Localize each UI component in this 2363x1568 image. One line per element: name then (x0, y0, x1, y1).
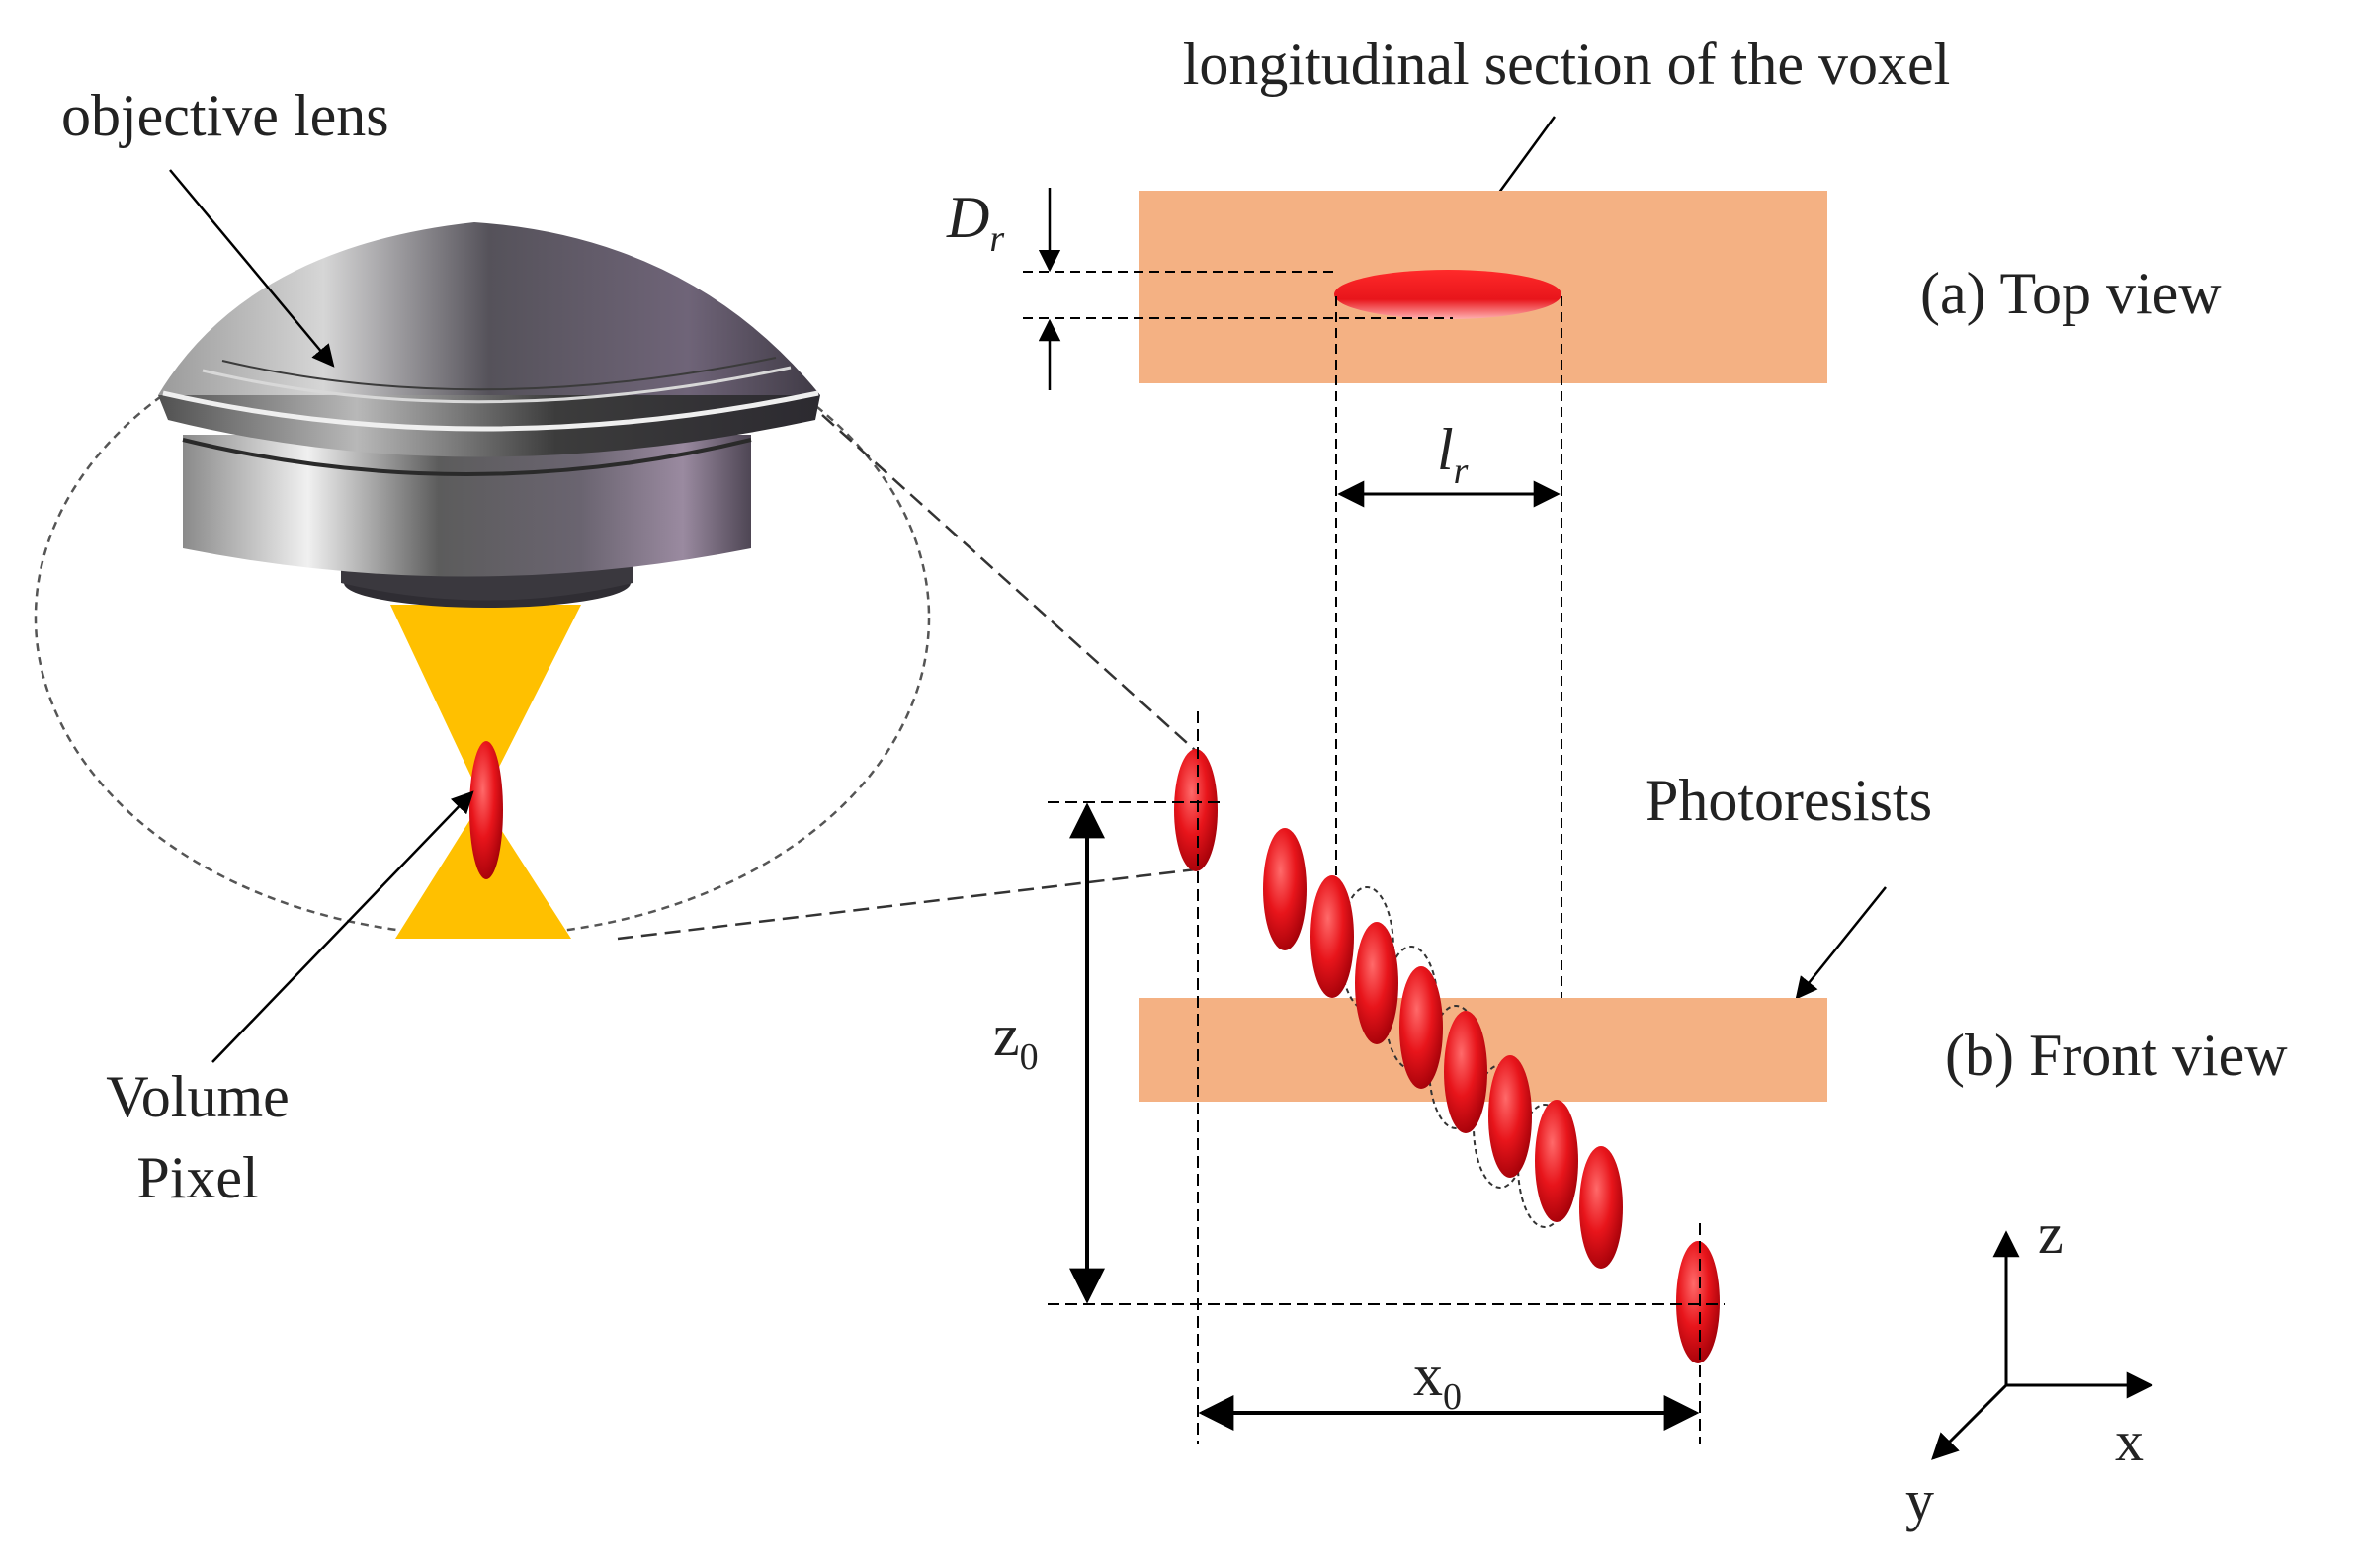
volume-pixel-arrow (211, 790, 474, 1063)
objective-lens-label: objective lens (61, 83, 389, 148)
coordinate-axes-icon (1931, 1230, 2153, 1460)
axis-y-label: y (1905, 1468, 1934, 1532)
voxel (1263, 828, 1307, 950)
voxel-trajectory (1174, 749, 1720, 1363)
voxel (1535, 1100, 1578, 1222)
volume-pixel-label-line1: Volume (106, 1064, 290, 1129)
d-r-label: Dr (946, 185, 1004, 260)
objective-lens-arrow (169, 169, 335, 368)
voxel-top-view (1334, 270, 1561, 319)
voxel (1579, 1146, 1623, 1269)
longitudinal-section-label: longitudinal section of the voxel (1183, 32, 1951, 97)
voxel-start (1174, 749, 1218, 871)
z0-label: z0 (993, 1003, 1039, 1078)
voxel-in-beam (469, 741, 503, 879)
voxel-end (1676, 1241, 1720, 1363)
top-view-label: (a) Top view (1920, 261, 2222, 326)
x0-label: x0 (1413, 1343, 1462, 1418)
axis-z-label: z (2038, 1201, 2064, 1266)
photoresists-arrow (1795, 886, 1887, 1000)
voxel (1355, 922, 1398, 1044)
y-axis (1931, 1383, 2008, 1460)
axis-x-label: x (2115, 1409, 2144, 1473)
photoresists-label: Photoresists (1646, 768, 1932, 833)
l-r-label: lr (1437, 417, 1469, 492)
volume-pixel-label-line2: Pixel (136, 1145, 258, 1210)
voxel (1399, 966, 1443, 1089)
zoom-connector-bottom (617, 867, 1197, 941)
front-view-label: (b) Front view (1945, 1023, 2288, 1088)
zoom-connector-top (821, 414, 1197, 752)
voxel (1310, 875, 1354, 998)
objective-lens-icon (158, 222, 820, 608)
voxel (1444, 1011, 1487, 1133)
voxel (1488, 1055, 1532, 1178)
